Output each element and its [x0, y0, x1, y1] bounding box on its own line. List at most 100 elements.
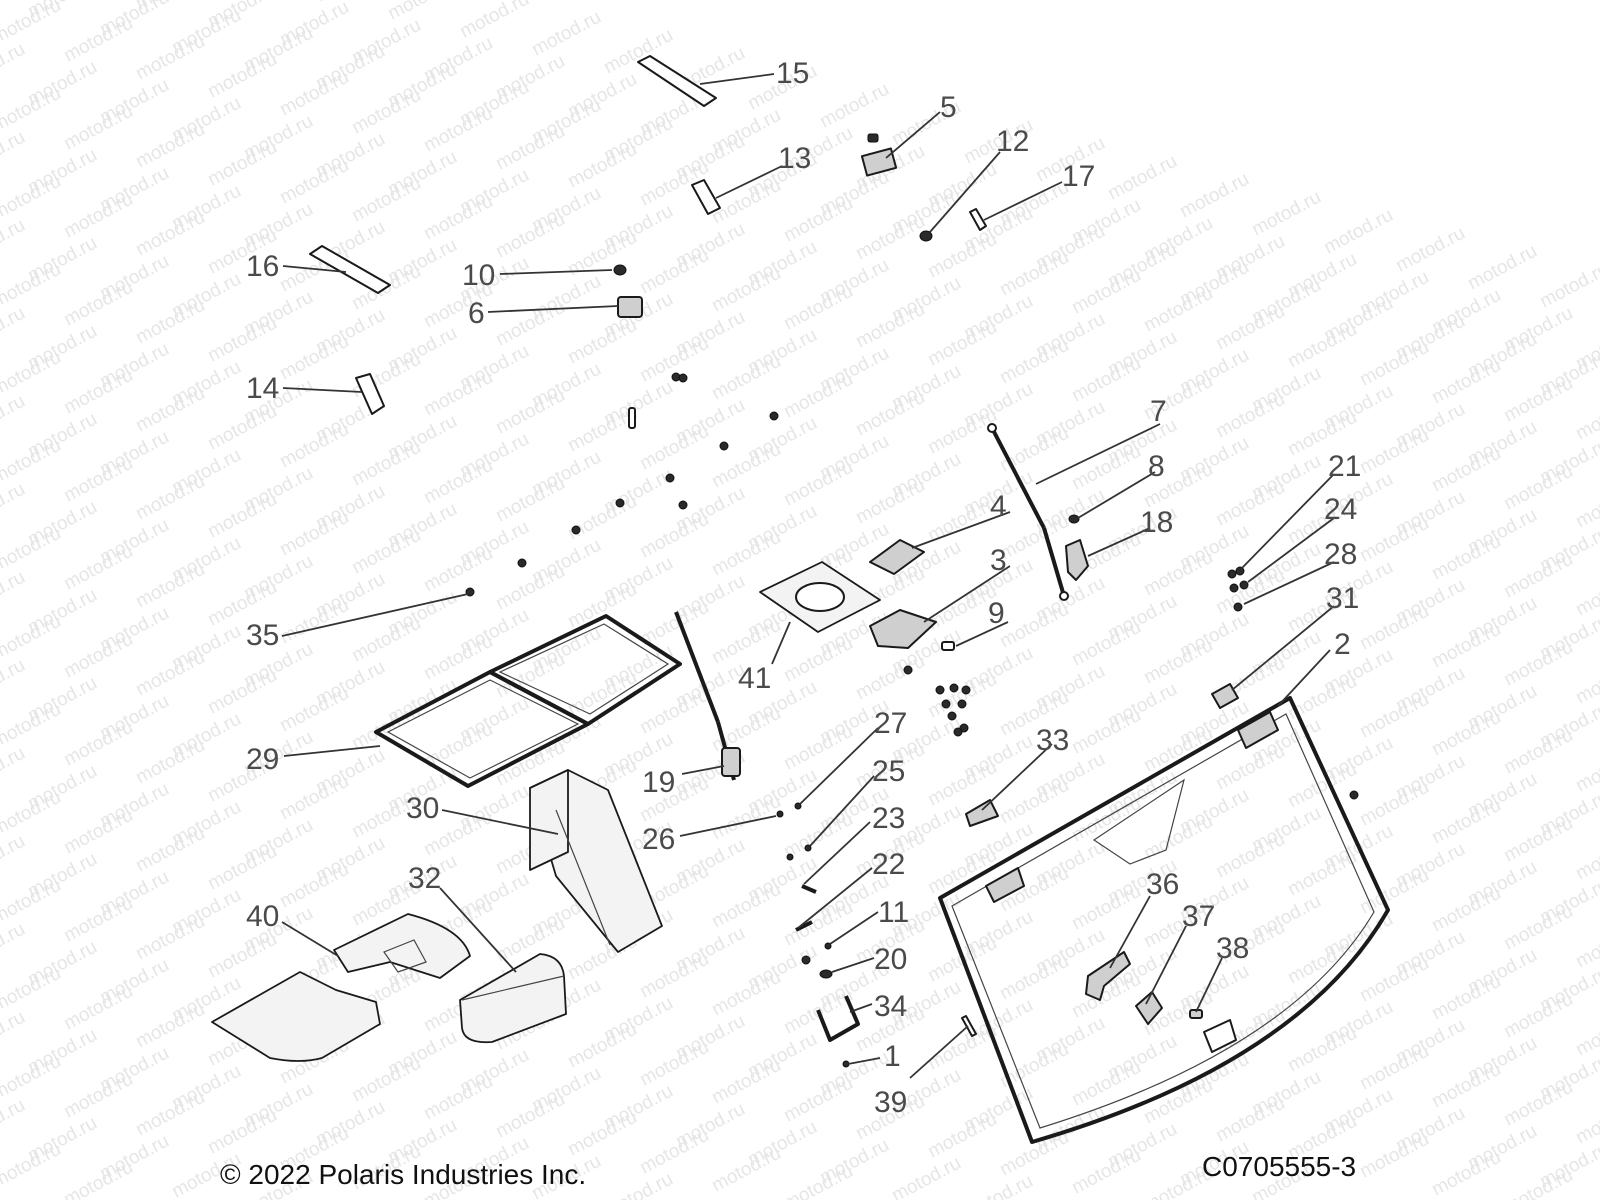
callout-3: 3 [990, 544, 1007, 577]
watermark-text: motod.ru [0, 655, 29, 709]
callout-22: 22 [872, 848, 905, 881]
part-9-pin [941, 641, 955, 651]
watermark-text: motod.ru [0, 919, 29, 973]
figure-code: C0705555-3 [1202, 1151, 1356, 1182]
parts-layer [211, 55, 1390, 1144]
watermark-text: motod.ru [1500, 1165, 1576, 1200]
watermark-text: motod.ru [1536, 259, 1600, 313]
watermark-text: motod.ru [456, 0, 532, 42]
callout-24: 24 [1324, 493, 1357, 526]
callout-16: 16 [246, 250, 279, 283]
callout-6: 6 [468, 297, 485, 330]
part-36-handle [1085, 951, 1131, 1001]
watermark-text: motod.ru [1572, 479, 1600, 533]
callout-12: 12 [996, 125, 1029, 158]
part-13-bracket [691, 179, 721, 215]
watermark-text: motod.ru [0, 39, 29, 93]
callout-35: 35 [246, 619, 279, 652]
watermark-text: motod.ru [600, 1169, 676, 1200]
callout-10: 10 [462, 259, 495, 292]
part-16-strip [309, 245, 391, 294]
part-41-gasket-plate [759, 561, 881, 633]
callout-36: 36 [1146, 868, 1179, 901]
part-5-hinge [860, 133, 898, 177]
part-8-screw [1068, 514, 1080, 524]
watermark-text: motod.ru [1572, 1095, 1600, 1149]
part-31-clip [1211, 683, 1239, 709]
callout-33: 33 [1036, 724, 1069, 757]
callout-1: 1 [884, 1040, 901, 1073]
nut-cluster [903, 665, 971, 737]
watermark-text: motod.ru [1320, 205, 1396, 259]
part-7-gas-strut [987, 423, 1069, 601]
watermark-text: motod.ru [0, 215, 29, 269]
callout-26: 26 [642, 823, 675, 856]
callout-29: 29 [246, 743, 279, 776]
part-4-handle [869, 539, 925, 575]
callout-23: 23 [872, 802, 905, 835]
callout-41: 41 [738, 662, 771, 695]
callout-18: 18 [1140, 506, 1173, 539]
watermark-text: motod.ru [1176, 169, 1252, 223]
part-37-lock [1135, 991, 1163, 1025]
watermark-text: motod.ru [60, 1157, 136, 1200]
part-14-plate [355, 373, 385, 415]
callout-13: 13 [778, 142, 811, 175]
callout-34: 34 [874, 990, 907, 1023]
callout-4: 4 [990, 490, 1007, 523]
watermark-text: motod.ru [816, 79, 892, 133]
part-12-bolt [919, 230, 933, 242]
copyright-text: © 2022 Polaris Industries Inc. [220, 1159, 586, 1190]
part-29-seal-frame [374, 614, 682, 788]
callout-39: 39 [874, 1086, 907, 1119]
part-15-strip [637, 55, 717, 107]
callout-11: 11 [878, 896, 909, 929]
watermark-text: motod.ru [1572, 831, 1600, 885]
watermark-text: motod.ru [0, 479, 29, 533]
watermark-text: motod.ru [1572, 567, 1600, 621]
callout-25: 25 [872, 755, 905, 788]
callout-9: 9 [988, 597, 1005, 630]
part-30-console-box [529, 769, 663, 953]
watermark-text: motod.ru [0, 1095, 29, 1149]
striker-plate [1203, 1019, 1237, 1053]
watermark-text: motod.ru [0, 0, 65, 48]
callout-14: 14 [246, 372, 279, 405]
callout-38: 38 [1216, 932, 1249, 965]
watermark-text: motod.ru [384, 0, 460, 24]
callout-28: 28 [1324, 538, 1357, 571]
callout-layer: 15 13 5 12 17 16 10 6 14 7 8 18 4 3 9 21… [246, 57, 1361, 1119]
callout-30: 30 [406, 792, 439, 825]
hardware-column [776, 802, 833, 979]
callout-32: 32 [408, 862, 441, 895]
watermark-text: motod.ru [1104, 151, 1180, 205]
part-2-lid [938, 696, 1390, 1144]
part-39-bolt [961, 1015, 977, 1037]
watermark-text: motod.ru [528, 7, 604, 61]
watermark-text: motod.ru [960, 1171, 1036, 1200]
watermark-text: motod.ru [0, 127, 29, 181]
watermark-text: motod.ru [1572, 391, 1600, 445]
callout-37: 37 [1182, 900, 1215, 933]
watermark-text: motod.ru [0, 831, 29, 885]
callout-5: 5 [940, 91, 957, 124]
watermark-text: motod.ru [312, 0, 388, 6]
leader-layer [281, 73, 1335, 1079]
part-34-handle [816, 995, 860, 1042]
callout-17: 17 [1062, 160, 1095, 193]
callout-21: 21 [1328, 450, 1361, 483]
watermark-text: motod.ru [0, 567, 29, 621]
callout-8: 8 [1148, 450, 1165, 483]
fastener-cluster [465, 372, 779, 597]
watermark-text: motod.ru [1572, 743, 1600, 797]
callout-40: 40 [246, 900, 279, 933]
part-40-floor-panel [211, 913, 471, 1062]
part-19-gas-strut [674, 611, 741, 781]
callout-2: 2 [1334, 628, 1351, 661]
callout-19: 19 [642, 766, 675, 799]
part-6-latch [617, 296, 643, 318]
watermark-text: motod.ru [1572, 1007, 1600, 1061]
part-10-screw [613, 264, 627, 276]
part-33-latch [965, 799, 999, 827]
watermark-text: motod.ru [1248, 187, 1324, 241]
